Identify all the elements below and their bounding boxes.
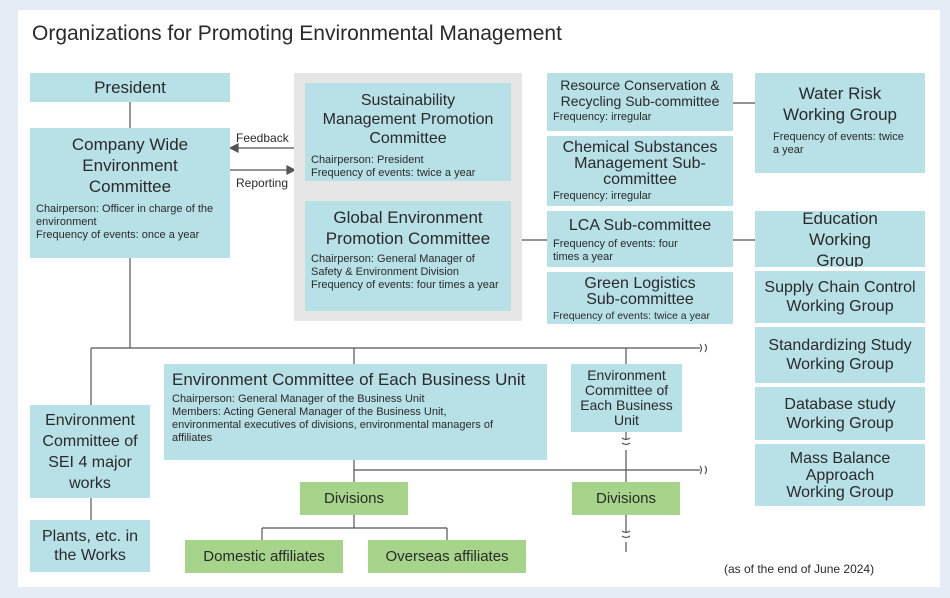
diagram-title: Organizations for Promoting Environmenta… [32, 22, 562, 45]
divisions-box-left: Divisions [300, 482, 408, 515]
logistics-subcommittee-freq: Frequency of events: twice a year [553, 310, 710, 322]
company-committee-box: Company Wide Environment Committee Chair… [30, 128, 230, 258]
supply-chain-wg-name: Supply Chain Control Working Group [764, 279, 916, 315]
standardizing-wg-box: Standardizing Study Working Group [755, 327, 925, 383]
mass-balance-wg-name: Mass Balance Approach Working Group [786, 449, 894, 501]
database-wg-box: Database study Working Group [755, 387, 925, 440]
education-wg-name: Education Working Group [802, 211, 878, 267]
business-unit-committee-box: Environment Committee of Each Business U… [164, 364, 547, 460]
lca-subcommittee-freq: Frequency of events: four times a year [553, 238, 678, 263]
reporting-label: Reporting [236, 176, 289, 190]
company-committee-chair: Chairperson: Officer in charge of the en… [36, 203, 214, 228]
water-risk-wg-name: Water Risk Working Group [782, 84, 897, 124]
water-risk-wg-freq: Frequency of events: twice a year [773, 131, 904, 156]
education-wg-box: Education Working Group [755, 211, 925, 267]
overseas-affiliates-box: Overseas affiliates [368, 540, 526, 573]
lca-subcommittee-name: LCA Sub-committee [568, 217, 712, 234]
resource-subcommittee-box: Resource Conservation & Recycling Sub-co… [547, 73, 733, 131]
president-label: President [94, 78, 166, 97]
business-unit-small-box: Environment Committee of Each Business U… [571, 364, 682, 432]
global-committee-name: Global Environment Promotion Committee [325, 208, 491, 248]
business-unit-committee-chair: Chairperson: General Manager of the Busi… [172, 393, 425, 405]
global-committee-box: Global Environment Promotion Committee C… [305, 201, 511, 311]
sustainability-committee-chair: Chairperson: President [311, 154, 424, 166]
sei-committee-box: Environment Committee of SEI 4 major wor… [30, 405, 150, 498]
as-of-note: (as of the end of June 2024) [724, 562, 875, 576]
chemical-subcommittee-name: Chemical Substances Management Sub-commi… [562, 139, 718, 188]
water-risk-wg-box: Water Risk Working Group Frequency of ev… [755, 73, 925, 173]
business-unit-committee-name: Environment Committee of Each Business U… [172, 370, 526, 389]
company-committee-name: Company Wide Environment Committee [71, 135, 189, 196]
mass-balance-wg-box: Mass Balance Approach Working Group [755, 444, 925, 506]
business-unit-committee-members: Members: Acting General Manager of the B… [172, 406, 493, 444]
sustainability-committee-freq: Frequency of events: twice a year [311, 167, 476, 179]
sei-committee-name: Environment Committee of SEI 4 major wor… [42, 411, 138, 492]
chemical-subcommittee-freq: Frequency: irregular [553, 190, 652, 202]
resource-subcommittee-name: Resource Conservation & Recycling Sub-co… [560, 77, 720, 109]
lca-subcommittee-box: LCA Sub-committee Frequency of events: f… [547, 211, 733, 267]
divisions-label-left: Divisions [323, 490, 384, 507]
global-committee-freq: Frequency of events: four times a year [311, 279, 499, 291]
plants-name: Plants, etc. in the Works [41, 528, 139, 564]
standardizing-wg-name: Standardizing Study Working Group [768, 337, 912, 373]
sustainability-committee-box: Sustainability Management Promotion Comm… [305, 83, 511, 181]
divisions-label-right: Divisions [595, 490, 656, 507]
feedback-label: Feedback [236, 131, 289, 145]
plants-box: Plants, etc. in the Works [30, 520, 150, 572]
global-committee-chair: Chairperson: General Manager of Safety &… [311, 253, 475, 278]
company-committee-freq: Frequency of events: once a year [36, 229, 200, 241]
domestic-affiliates-label: Domestic affiliates [203, 548, 325, 565]
domestic-affiliates-box: Domestic affiliates [185, 540, 343, 573]
business-unit-small-name: Environment Committee of Each Business U… [580, 367, 673, 428]
supply-chain-wg-box: Supply Chain Control Working Group [755, 271, 925, 323]
divisions-box-right: Divisions [572, 482, 680, 515]
president-box: President [30, 73, 230, 102]
database-wg-name: Database study Working Group [784, 395, 896, 432]
chemical-subcommittee-box: Chemical Substances Management Sub-commi… [547, 136, 733, 206]
overseas-affiliates-label: Overseas affiliates [385, 548, 509, 565]
logistics-subcommittee-name: Green Logistics Sub-committee [584, 275, 696, 308]
sustainability-committee-name: Sustainability Management Promotion Comm… [322, 92, 494, 147]
logistics-subcommittee-box: Green Logistics Sub-committee Frequency … [547, 272, 733, 324]
resource-subcommittee-freq: Frequency: irregular [553, 111, 652, 123]
